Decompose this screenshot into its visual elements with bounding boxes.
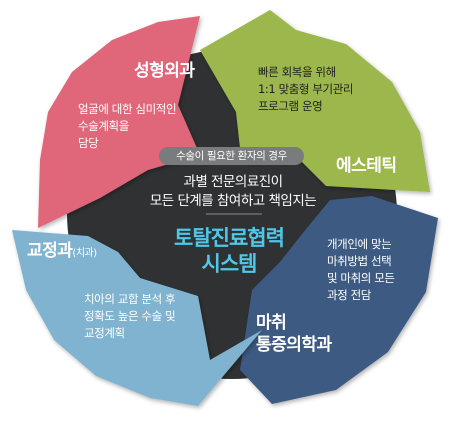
esthetic-desc-2: 1:1 맞춤형 부기관리 (258, 82, 354, 96)
center-tag-pill (159, 147, 304, 165)
arrow-plastic-surgery (38, 16, 200, 228)
arrow-esthetic (200, 10, 430, 192)
center-tag: 수술이 필요한 환자의 경우 (176, 150, 287, 162)
anesthesia-title-2: 통증의학과 (256, 335, 332, 355)
orthodontics-title: 교정과(치과) (27, 240, 97, 263)
anesthesia-desc-3: 및 마취의 모든 (327, 271, 395, 285)
anesthesia-title-1: 마취 (256, 313, 287, 333)
system-title-1: 토탈진료협력 (174, 226, 285, 250)
arrow-orthodontics (12, 230, 262, 406)
plastic-surgery-title: 성형외과 (134, 61, 195, 81)
anesthesia-desc-4: 과정 전담 (327, 288, 371, 302)
plastic-surgery-desc-2: 수술계획을 (78, 119, 129, 133)
center-line-2: 모든 단계를 참여하고 책임지는 (149, 193, 317, 209)
system-title-2: 시스템 (201, 252, 258, 276)
anesthesia-desc-2: 마취방법 선택 (327, 254, 392, 268)
orthodontics-desc-3: 교정계획 (84, 326, 125, 340)
esthetic-desc-3: 프로그램 운영 (258, 99, 323, 113)
esthetic-desc-1: 빠른 회복을 위해 (258, 65, 336, 79)
orthodontics-desc-1: 치아의 교합 분석 후 (84, 292, 176, 306)
orthodontics-title-sub: (치과) (72, 248, 97, 259)
plastic-surgery-desc-1: 얼굴에 대한 심미적인 (78, 102, 177, 116)
arrow-anesthesia (240, 196, 438, 404)
orthodontics-desc-2: 정확도 높은 수술 및 (84, 309, 176, 323)
center-line-1: 과별 전문의료진이 (183, 174, 283, 190)
esthetic-title: 에스테틱 (336, 156, 397, 176)
plastic-surgery-desc-3: 담당 (78, 136, 99, 150)
anesthesia-desc-1: 개개인에 맞는 (327, 237, 392, 251)
orthodontics-title-main: 교정과 (27, 241, 73, 261)
